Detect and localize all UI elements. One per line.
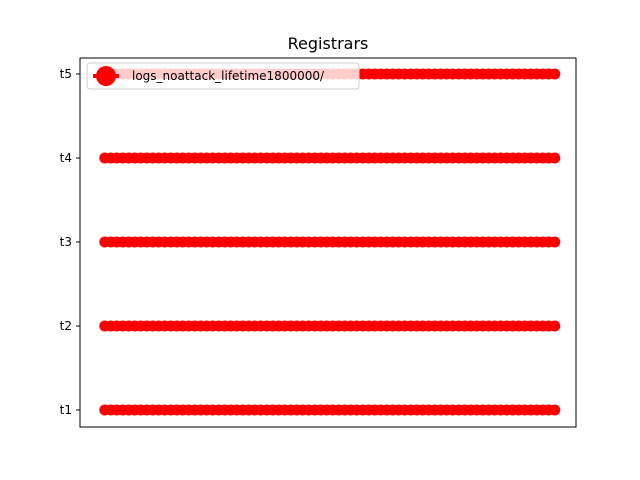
legend: logs_noattack_lifetime1800000/	[86, 62, 360, 90]
y-tick-label-t4: t4	[60, 151, 72, 165]
y-tick-label-t3: t3	[60, 235, 72, 249]
y-tick-label-t1: t1	[60, 403, 72, 417]
legend-box	[86, 62, 360, 90]
data-point-t5	[549, 68, 561, 80]
data-point-t2	[549, 320, 561, 332]
y-axis: t1 t2 t3 t4 t5	[60, 67, 80, 417]
legend-label: logs_noattack_lifetime1800000/	[132, 69, 325, 83]
y-tick-label-t2: t2	[60, 319, 72, 333]
chart-title: Registrars	[288, 34, 369, 53]
series-layer	[99, 68, 561, 416]
y-tick-label-t5: t5	[60, 67, 72, 81]
legend-marker	[96, 66, 116, 86]
data-point-t3	[549, 236, 561, 248]
data-point-t4	[549, 152, 561, 164]
data-point-t1	[549, 404, 561, 416]
